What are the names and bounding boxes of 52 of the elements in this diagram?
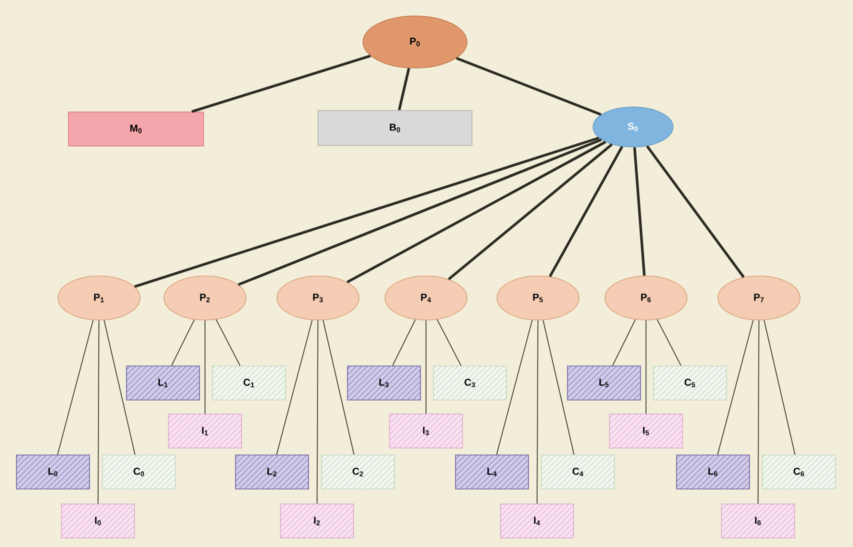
connector-line xyxy=(496,320,533,455)
hatched-box: I$_{4}$ xyxy=(500,504,574,538)
connector-line xyxy=(191,54,371,113)
hatched-box: L$_{1}$ xyxy=(126,366,200,400)
connector-line xyxy=(548,146,624,278)
hatched-box: L$_{3}$ xyxy=(347,366,421,400)
hatched-box: C$_{5}$ xyxy=(653,366,727,400)
connector-line xyxy=(322,320,354,455)
connector-line xyxy=(436,319,462,366)
connector-line xyxy=(204,320,206,414)
hatched-box: I$_{5}$ xyxy=(609,414,683,448)
connector-line xyxy=(238,138,602,286)
hatched-box: I$_{6}$ xyxy=(721,504,795,538)
hatched-box: C$_{3}$ xyxy=(433,366,507,400)
connector-line xyxy=(398,68,410,110)
connector-line xyxy=(758,320,760,504)
connector-line xyxy=(633,147,646,276)
connector-line xyxy=(171,319,195,366)
connector-line xyxy=(612,319,636,366)
connector-line xyxy=(57,320,94,456)
connector-line xyxy=(456,56,602,116)
connector-line xyxy=(717,320,754,455)
hatched-box: I$_{0}$ xyxy=(61,504,135,538)
hatched-box: L$_{2}$ xyxy=(235,454,309,490)
connector-line xyxy=(276,320,313,455)
hatched-box: C$_{6}$ xyxy=(762,454,836,490)
hatched-box: L$_{6}$ xyxy=(676,454,750,490)
hatched-box: L$_{4}$ xyxy=(455,454,529,490)
connector-line xyxy=(316,320,318,504)
connector-line xyxy=(98,320,100,504)
hatched-box: L$_{0}$ xyxy=(16,454,90,490)
connector-line xyxy=(104,320,136,455)
process-box: B$_{0}$ xyxy=(318,110,472,146)
hatched-box: C$_{4}$ xyxy=(541,454,615,490)
connector-line xyxy=(764,320,796,455)
hatched-box: I$_{2}$ xyxy=(280,504,354,538)
hatched-box: L$_{5}$ xyxy=(567,366,641,400)
hatched-box: C$_{0}$ xyxy=(102,454,176,490)
connector-line xyxy=(216,319,240,366)
connector-line xyxy=(536,320,538,504)
hatched-box: C$_{2}$ xyxy=(321,454,395,490)
hatched-box: C$_{1}$ xyxy=(212,366,286,400)
hatched-box: I$_{1}$ xyxy=(168,414,242,448)
connector-line xyxy=(448,143,613,280)
connector-line xyxy=(392,319,416,366)
hatched-box: I$_{3}$ xyxy=(389,414,463,448)
connector-line xyxy=(346,140,606,284)
connector-line xyxy=(134,136,600,288)
connector-line xyxy=(656,319,682,366)
process-box: M$_{0}$ xyxy=(68,112,204,146)
connector-line xyxy=(646,145,745,278)
connector-line xyxy=(542,320,574,455)
